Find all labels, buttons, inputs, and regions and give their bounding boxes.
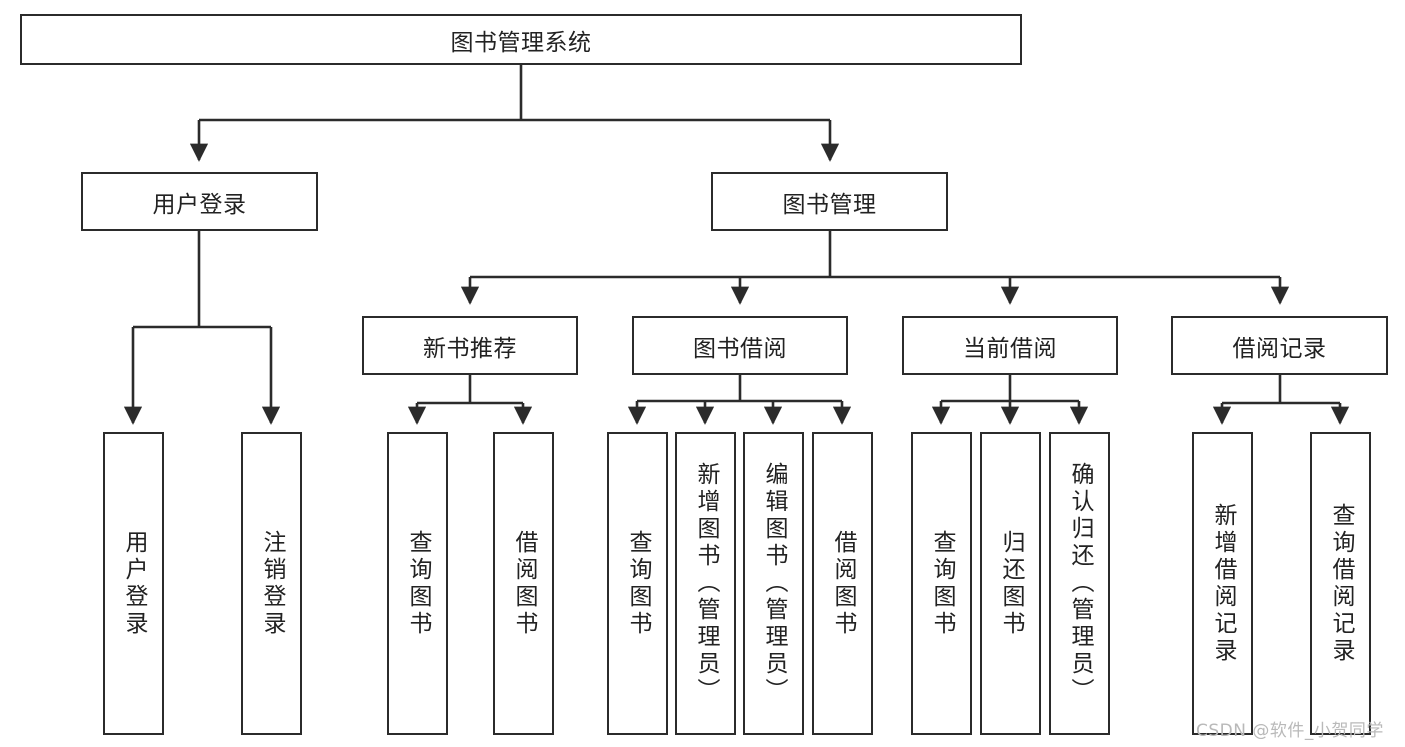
node-label: 借阅图书 <box>830 529 856 638</box>
leaf-new-book-query-book[interactable]: 查询图书 <box>387 432 448 735</box>
leaf-current-borrow-return-book[interactable]: 归还图书 <box>980 432 1041 735</box>
node-label: 注销登录 <box>259 529 285 638</box>
node-label: 确认归还（管理员） <box>1067 462 1093 705</box>
node-label: 查询图书 <box>625 529 651 638</box>
node-root-book-management-system[interactable]: 图书管理系统 <box>20 14 1022 65</box>
node-label: 图书管理 <box>782 191 877 218</box>
node-label: 查询借阅记录 <box>1328 502 1354 665</box>
leaf-book-borrow-add-book-admin[interactable]: 新增图书（管理员） <box>675 432 736 735</box>
node-user-login[interactable]: 用户登录 <box>81 172 318 231</box>
node-label: 新增借阅记录 <box>1210 502 1236 665</box>
node-new-book-recommend[interactable]: 新书推荐 <box>362 316 578 375</box>
leaf-borrow-record-query-record[interactable]: 查询借阅记录 <box>1310 432 1371 735</box>
node-label: 编辑图书（管理员） <box>761 462 787 705</box>
leaf-current-borrow-confirm-return-admin[interactable]: 确认归还（管理员） <box>1049 432 1110 735</box>
node-label: 图书借阅 <box>693 335 787 362</box>
leaf-borrow-record-add-record[interactable]: 新增借阅记录 <box>1192 432 1253 735</box>
leaf-user-login-login[interactable]: 用户登录 <box>103 432 164 735</box>
leaf-book-borrow-borrow-book[interactable]: 借阅图书 <box>812 432 873 735</box>
node-label: 查询图书 <box>929 529 955 638</box>
node-label: 借阅图书 <box>511 529 537 638</box>
leaf-user-login-logout[interactable]: 注销登录 <box>241 432 302 735</box>
node-label: 归还图书 <box>998 529 1024 638</box>
leaf-current-borrow-query-book[interactable]: 查询图书 <box>911 432 972 735</box>
node-borrow-record[interactable]: 借阅记录 <box>1171 316 1388 375</box>
node-current-borrow[interactable]: 当前借阅 <box>902 316 1118 375</box>
node-label: 当前借阅 <box>963 335 1057 362</box>
leaf-book-borrow-query-book[interactable]: 查询图书 <box>607 432 668 735</box>
node-label: 借阅记录 <box>1232 335 1327 362</box>
leaf-new-book-borrow-book[interactable]: 借阅图书 <box>493 432 554 735</box>
node-label: 新增图书（管理员） <box>693 462 719 705</box>
node-label: 新书推荐 <box>423 335 517 362</box>
node-label: 用户登录 <box>121 529 147 638</box>
watermark-text: CSDN @软件_小贺同学 <box>1196 721 1384 741</box>
node-book-borrow[interactable]: 图书借阅 <box>632 316 848 375</box>
node-label: 图书管理系统 <box>450 29 592 56</box>
node-label: 用户登录 <box>152 191 247 218</box>
node-label: 查询图书 <box>405 529 431 638</box>
node-book-management[interactable]: 图书管理 <box>711 172 948 231</box>
leaf-book-borrow-edit-book-admin[interactable]: 编辑图书（管理员） <box>743 432 804 735</box>
